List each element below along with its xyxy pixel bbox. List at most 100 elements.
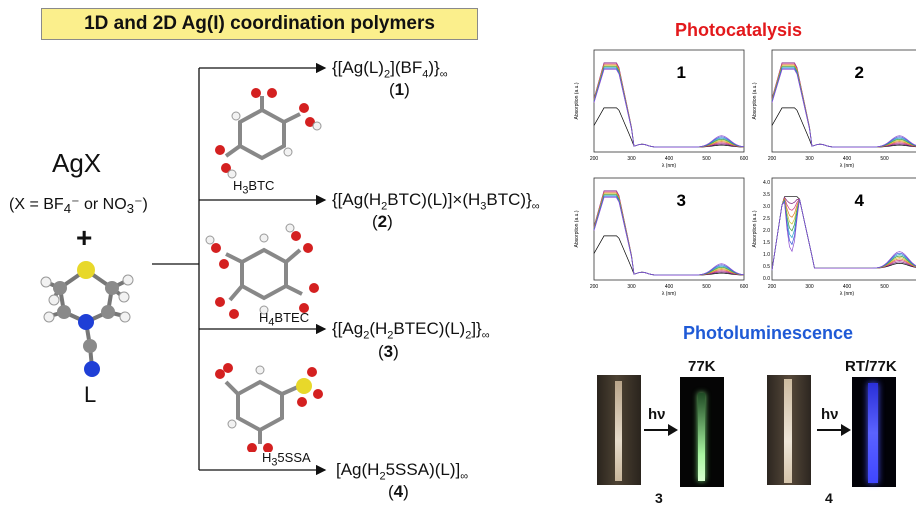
panel-number: 2 — [855, 63, 864, 82]
x-axis-label: λ (nm) — [840, 163, 855, 169]
x-tick-label: 300 — [627, 284, 636, 290]
y-tick-label: 1.0 — [763, 252, 770, 258]
product-formula-1: {[Ag(L)2](BF4)}∞ — [332, 58, 448, 81]
photoluminescence-heading: Photoluminescence — [683, 323, 854, 343]
y-axis-label: Absorption (a.u.) — [752, 210, 758, 247]
x-axis-label: λ (nm) — [840, 291, 855, 296]
y-tick-label: 2.5 — [763, 216, 770, 222]
ligand-molecule — [40, 261, 134, 377]
panel-number: 4 — [855, 191, 865, 210]
linker-label-h4btec: H4BTEC — [259, 310, 310, 329]
x-tick-label: 400 — [665, 284, 674, 290]
y-axis-label: Absorption (a.u.) — [574, 82, 580, 119]
y-axis-label: Absorption (a.u.) — [752, 82, 758, 119]
y-axis-label: Absorption (a.u.) — [574, 210, 580, 247]
x-tick-label: 300 — [805, 156, 814, 162]
y-tick-label: 4.0 — [763, 180, 770, 186]
x-tick-label: 400 — [843, 284, 852, 290]
spectrum-curve — [593, 66, 745, 148]
h3btc-molecule — [215, 88, 322, 179]
x-tick-label: 200 — [768, 284, 777, 290]
spectrum-curve — [593, 67, 745, 148]
photocatalysis-heading: Photocatalysis — [675, 20, 803, 40]
spectrum-curve — [593, 63, 745, 148]
vial-photo-3-emission — [680, 377, 724, 487]
photo-compound-label-4: 4 — [825, 490, 833, 506]
spectrum-curve — [771, 64, 916, 148]
x-tick-label: 300 — [627, 156, 636, 162]
x-tick-label: 500 — [880, 284, 889, 290]
arrow-icon — [644, 424, 678, 436]
spectrum-curve — [593, 107, 744, 148]
x-tick-label: 600 — [740, 284, 749, 290]
hv-label-4: hν — [821, 406, 839, 423]
product-label-4: (4) — [388, 482, 409, 501]
x-tick-label: 500 — [702, 284, 711, 290]
product-label-2: (2) — [372, 212, 393, 231]
x-tick-label: 500 — [880, 156, 889, 162]
spectrum-curve — [593, 62, 745, 148]
temperature-label-3: 77K — [688, 358, 716, 375]
spectrum-curve — [771, 63, 916, 148]
spectrum-curve — [593, 193, 745, 276]
nitrogen-atom — [78, 314, 94, 330]
product-label-3: (3) — [378, 342, 399, 361]
spectrum-curve — [593, 65, 745, 148]
x-tick-label: 200 — [590, 284, 599, 290]
spectrum-panel-2: Absorption (a.u.)λ (nm)2003004005006002 — [752, 49, 916, 169]
x-tick-label: 200 — [590, 156, 599, 162]
spectrum-curve — [593, 191, 745, 276]
spectrum-curve — [771, 62, 916, 148]
x-tick-label: 200 — [768, 156, 777, 162]
spectrum-curve — [771, 66, 916, 148]
h4btec-molecule — [205, 223, 319, 319]
x-tick-label: 300 — [805, 284, 814, 290]
linker-label-h35ssa: H35SSA — [262, 450, 311, 469]
photo-compound-label-3: 3 — [655, 490, 663, 506]
spectrum-curve — [593, 190, 745, 276]
hv-label-3: hν — [648, 406, 666, 423]
spectrum-panel-4: Absorption (a.u.)λ (nm)2003004005006004.… — [752, 177, 916, 296]
plus-sign: + — [76, 222, 93, 253]
spectrum-curve — [593, 64, 745, 148]
vial-photo-4-emission — [852, 377, 896, 487]
spectrum-curve — [771, 198, 916, 271]
vial-photo-4-before — [767, 375, 811, 485]
spectrum-panel-1: Absorption (a.u.) λ (nm) 200 300 400 500 600 1 — [574, 49, 749, 169]
ligand-label: L — [84, 382, 97, 407]
spectrum-curve — [593, 235, 744, 276]
x-tick-label: 500 — [702, 156, 711, 162]
h35ssa-molecule — [215, 363, 323, 452]
spectrum-curve — [771, 67, 916, 148]
x-axis-label: λ (nm) — [662, 163, 677, 169]
linker-label-h3btc: H3BTC — [233, 178, 275, 197]
x-tick-label: 400 — [665, 156, 674, 162]
spectrum-curve — [593, 69, 745, 148]
sulfur-atom — [77, 261, 95, 279]
spectrum-curve — [771, 69, 916, 148]
y-tick-label: 0.0 — [763, 276, 770, 282]
vial-photo-3-before — [597, 375, 641, 485]
y-tick-label: 1.5 — [763, 240, 770, 246]
y-tick-label: 3.0 — [763, 204, 770, 210]
product-label-1: (1) — [389, 80, 410, 99]
arrow-icon — [817, 424, 851, 436]
panel-number: 3 — [677, 191, 686, 210]
spectrum-curve — [593, 192, 745, 276]
agx-label: AgX — [52, 148, 102, 178]
product-formula-2: {[Ag(H2BTC)(L)]×(H3BTC)}∞ — [332, 190, 540, 213]
y-tick-label: 3.5 — [763, 192, 770, 198]
product-formula-4: [Ag(H25SSA)(L)]∞ — [336, 460, 469, 483]
spectrum-curve — [593, 197, 745, 276]
y-tick-label: 0.5 — [763, 264, 770, 270]
spectrum-curve — [771, 198, 916, 271]
spectrum-curve — [771, 65, 916, 148]
product-formula-3: {[Ag2(H2BTEC)(L)2]}∞ — [332, 319, 490, 342]
x-tick-label: 600 — [740, 156, 749, 162]
panel-number: 1 — [677, 63, 686, 82]
x-tick-label: 400 — [843, 156, 852, 162]
x-axis-label: λ (nm) — [662, 291, 677, 296]
spectrum-curve — [593, 194, 745, 276]
